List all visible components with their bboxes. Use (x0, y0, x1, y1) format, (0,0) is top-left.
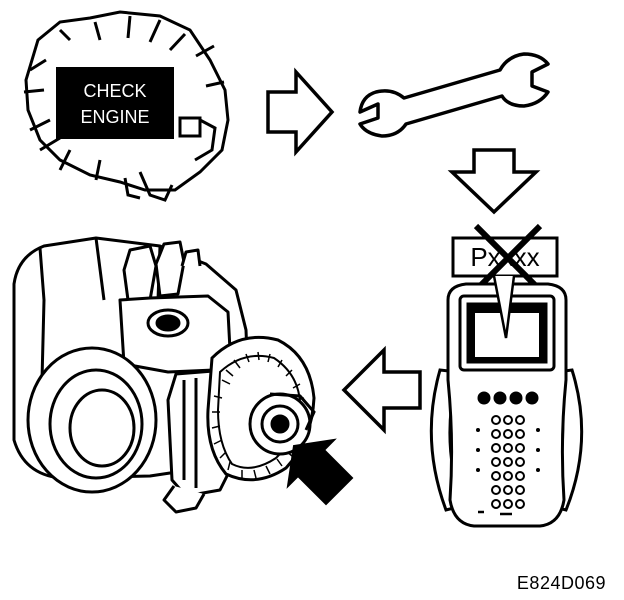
scan-tool-icon (429, 275, 584, 528)
arrow-right-icon (266, 67, 335, 157)
throttle-sector-gear (206, 335, 316, 482)
arrow-left-icon (341, 345, 422, 435)
figure-id: E824D069 (516, 573, 606, 593)
cross-mark-icon (473, 223, 543, 293)
arrow-down-icon (447, 148, 541, 215)
lamp-line1: CHECK (83, 81, 146, 101)
lamp-line2: ENGINE (80, 107, 149, 127)
wrench-icon (358, 52, 550, 138)
arrow-pointer-icon (286, 438, 354, 506)
check-engine-lamp: CHECK ENGINE (56, 67, 174, 139)
